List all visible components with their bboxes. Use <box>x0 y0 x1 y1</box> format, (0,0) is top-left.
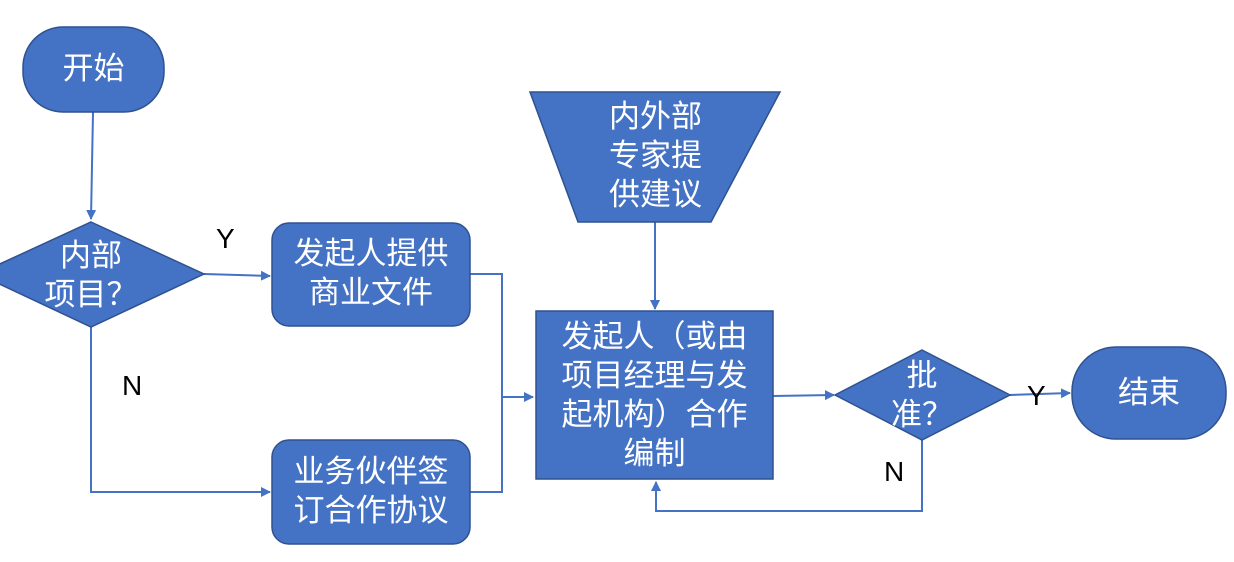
edge-provide-docs-to-compile <box>470 273 534 402</box>
edge-internal-no-to-partner <box>90 327 271 497</box>
end-terminator <box>1071 346 1227 440</box>
edge-approve-no-loop <box>651 438 923 512</box>
edge-compile-to-approve <box>772 390 835 401</box>
approve-decision-diamond <box>833 349 1012 441</box>
internal-no-label: N <box>122 370 143 401</box>
edge-partner-to-compile <box>470 397 503 493</box>
internal-decision-diamond <box>0 221 206 328</box>
experts-manual-operation <box>528 91 782 223</box>
edge-internal-yes-to-provide-docs <box>203 270 271 281</box>
compile-process <box>535 310 774 480</box>
internal-yes-label: Y <box>216 223 235 254</box>
provide-docs-process <box>271 222 471 327</box>
approve-yes-label: Y <box>1027 380 1046 411</box>
edge-approve-yes-to-end <box>1009 388 1071 399</box>
start-terminator <box>22 26 165 113</box>
partner-agreement-process <box>271 439 471 545</box>
approve-no-label: N <box>884 456 905 487</box>
edge-start-to-internal <box>86 111 97 220</box>
